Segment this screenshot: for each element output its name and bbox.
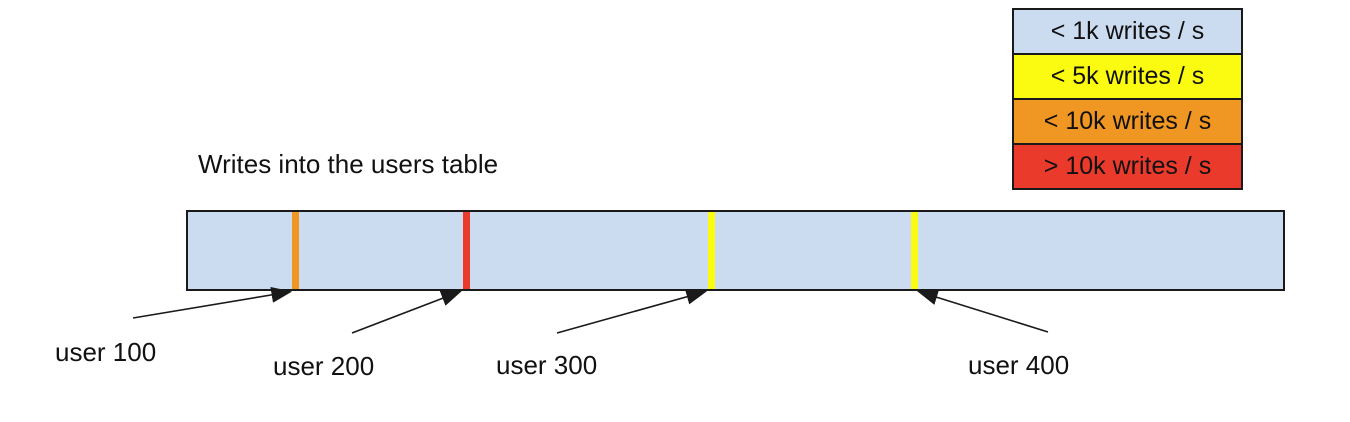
user-label: user 300	[496, 350, 598, 380]
annotation-arrow	[556, 289, 708, 334]
legend-item-label: < 1k writes / s	[1050, 17, 1205, 45]
annotation-arrow	[351, 290, 462, 334]
legend-item: > 10k writes / s	[1012, 143, 1243, 190]
hotspot-tick-user-200	[463, 212, 470, 289]
user-label: user 400	[968, 350, 1070, 380]
legend-item: < 10k writes / s	[1012, 98, 1243, 145]
annotation-arrow	[132, 287, 293, 319]
legend-item-label: < 10k writes / s	[1043, 107, 1212, 135]
user-label: user 100	[55, 337, 157, 367]
users-table-keyspace-bar	[186, 210, 1285, 291]
user-label: user 200	[273, 351, 375, 381]
hotspot-tick-user-300	[708, 212, 715, 289]
legend-item: < 5k writes / s	[1012, 53, 1243, 100]
annotation-arrow	[916, 289, 1049, 333]
legend-item-label: > 10k writes / s	[1043, 152, 1212, 180]
writes-rate-legend: < 1k writes / s < 5k writes / s < 10k writ…	[1012, 8, 1243, 190]
hotspot-tick-user-400	[911, 212, 918, 289]
diagram-title: Writes into the users table	[198, 149, 499, 179]
legend-item-label: < 5k writes / s	[1050, 62, 1205, 90]
legend-item: < 1k writes / s	[1012, 8, 1243, 55]
hotspot-tick-user-100	[292, 212, 299, 289]
